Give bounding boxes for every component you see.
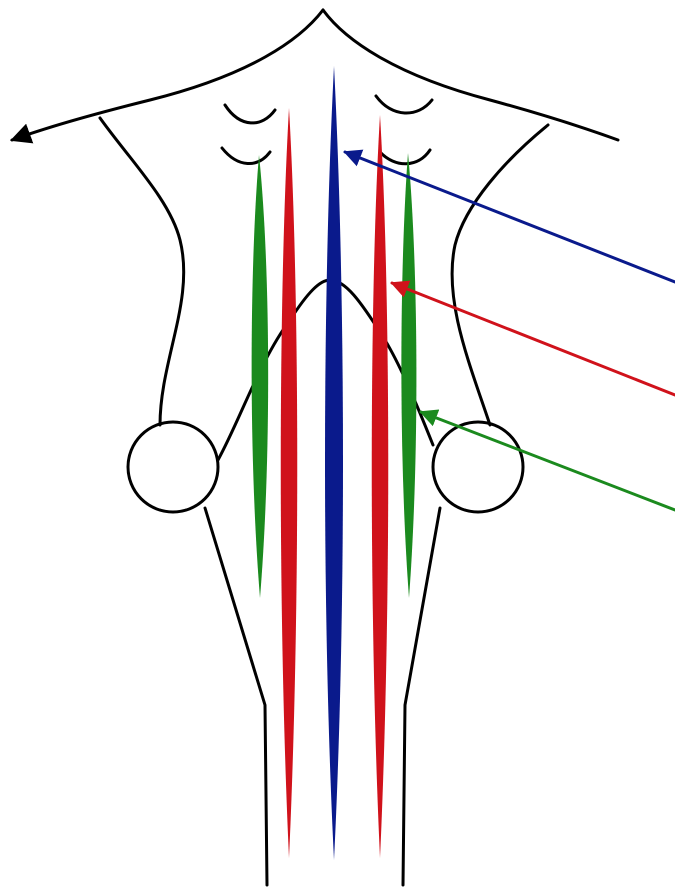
right-upper-arc-1 <box>376 96 432 113</box>
pointer-arrows <box>345 152 675 510</box>
left-medial-band <box>281 108 298 858</box>
right-medial-band <box>372 115 389 858</box>
right-lateral-contour <box>452 125 548 425</box>
green-pointer <box>421 412 675 510</box>
left-lateral-contour <box>100 118 184 425</box>
left-shoulder-line <box>12 10 323 140</box>
body-outline <box>12 10 618 885</box>
right-shoulder-line <box>323 10 618 140</box>
red-pointer <box>392 283 675 395</box>
left-circle <box>128 422 218 512</box>
left-upper-arc-2 <box>222 148 270 164</box>
right-lateral-band <box>401 153 416 598</box>
left-lateral-band <box>252 155 269 598</box>
midline-band <box>325 66 343 860</box>
right-upper-arc-2 <box>380 150 430 164</box>
blue-pointer <box>345 152 675 282</box>
colored-bands <box>252 66 417 860</box>
left-upper-arc-1 <box>225 105 275 123</box>
